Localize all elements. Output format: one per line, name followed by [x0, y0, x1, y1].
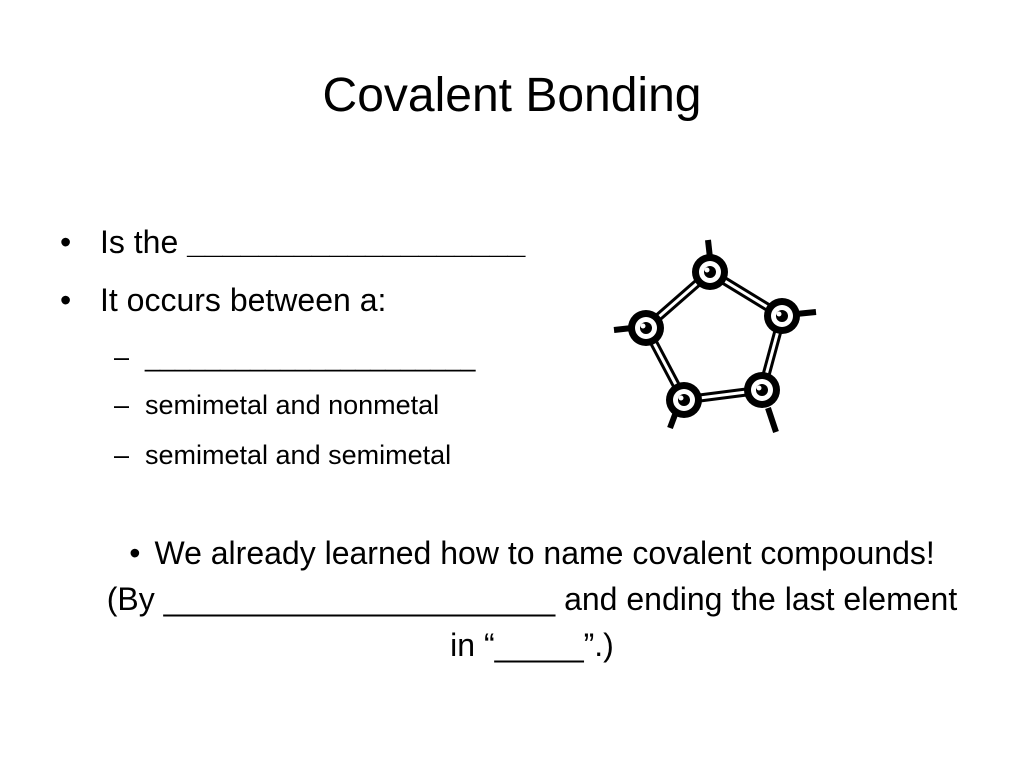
atoms [628, 254, 800, 418]
fill-in-blank: ___________________ [187, 224, 526, 260]
atom [666, 382, 702, 418]
bullet-item: • It occurs between a: [60, 280, 620, 338]
fill-in-blank: ______________________ [145, 342, 476, 372]
sub-bullet-item: – semimetal and nonmetal [60, 388, 620, 438]
sub-bullet-text: semimetal and semimetal [145, 440, 452, 470]
sub-bullet-dash: – [114, 342, 130, 372]
bullet-item: • Is the ___________________ [60, 222, 620, 280]
bullet-dot: • [60, 282, 72, 318]
lower-bullet: • We already learned how to name covalent… [100, 530, 964, 668]
sub-bullet-item: – ______________________ [60, 340, 620, 388]
atom [628, 310, 664, 346]
lower-bullet-fill-in: (By ______________________ and ending th… [106, 581, 958, 663]
atom [744, 372, 780, 408]
bullet-text: It occurs between a: [100, 282, 387, 318]
lower-bullet-text: We already learned how to name covalent … [154, 535, 935, 571]
atom [692, 254, 728, 290]
bullet-dot: • [129, 535, 141, 571]
sub-bullet-text: semimetal and nonmetal [145, 390, 440, 420]
ring-molecule-icon [613, 239, 817, 433]
sub-bullet-dash: – [114, 440, 130, 470]
bullet-list: • Is the ___________________ • It occurs… [60, 222, 620, 488]
sub-bullet-dash: – [114, 390, 130, 420]
atom [764, 298, 800, 334]
bullet-dot: • [60, 224, 72, 260]
slide-title: Covalent Bonding [322, 69, 702, 122]
bullet-text: Is the [100, 224, 188, 260]
sub-bullet-item: – semimetal and semimetal [60, 438, 620, 488]
